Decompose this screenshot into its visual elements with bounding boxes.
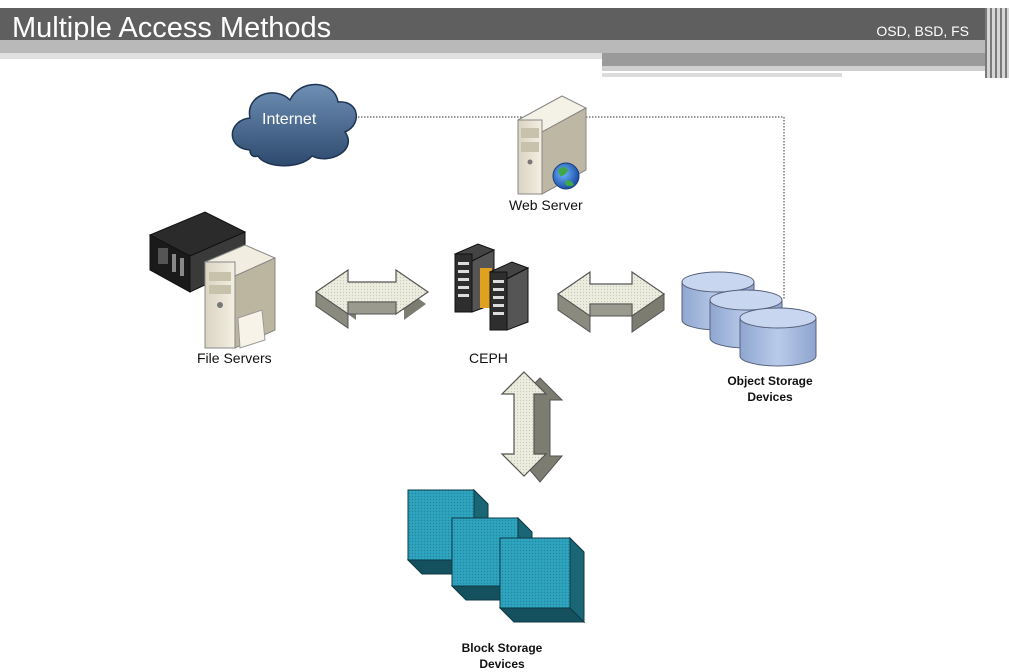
file-server-icon (148, 211, 277, 349)
server-tower-icon (516, 95, 588, 195)
page-subtitle: OSD, BSD, FS (876, 23, 969, 39)
header-stripe-grey (602, 53, 994, 66)
double-arrow-fileservers-ceph (314, 268, 430, 329)
block-storage-label-line1: Block Storage (461, 641, 543, 655)
internet-label: Internet (262, 111, 317, 128)
header-stripe-base (602, 73, 842, 77)
web-server-label: Web Server (509, 197, 583, 213)
ceph-label: CEPH (469, 350, 508, 366)
header-bars (985, 8, 1009, 78)
double-arrow-ceph-objectstorage (556, 270, 666, 333)
block-storage-label-line2: Devices (479, 657, 525, 671)
object-storage-label-line1: Object Storage (727, 374, 813, 388)
header-stripe-pale (0, 53, 602, 59)
block-cube-icon (406, 488, 586, 624)
object-storage-label: Object Storage Devices (712, 373, 828, 405)
double-arrow-ceph-blockstorage (500, 371, 564, 483)
cloud-icon (231, 83, 358, 167)
file-servers-label: File Servers (197, 350, 272, 366)
server-rack-icon (453, 243, 530, 331)
header-stripe-thin (602, 66, 994, 71)
object-storage-label-line2: Devices (747, 390, 793, 404)
internet-connector-line (352, 116, 785, 300)
block-storage-label: Block Storage Devices (446, 640, 558, 672)
header-bar: Multiple Access Methods OSD, BSD, FS (0, 8, 1009, 44)
header-stripe-light (0, 40, 1009, 53)
page-title: Multiple Access Methods (12, 12, 332, 44)
database-cylinder-icon (681, 271, 817, 367)
